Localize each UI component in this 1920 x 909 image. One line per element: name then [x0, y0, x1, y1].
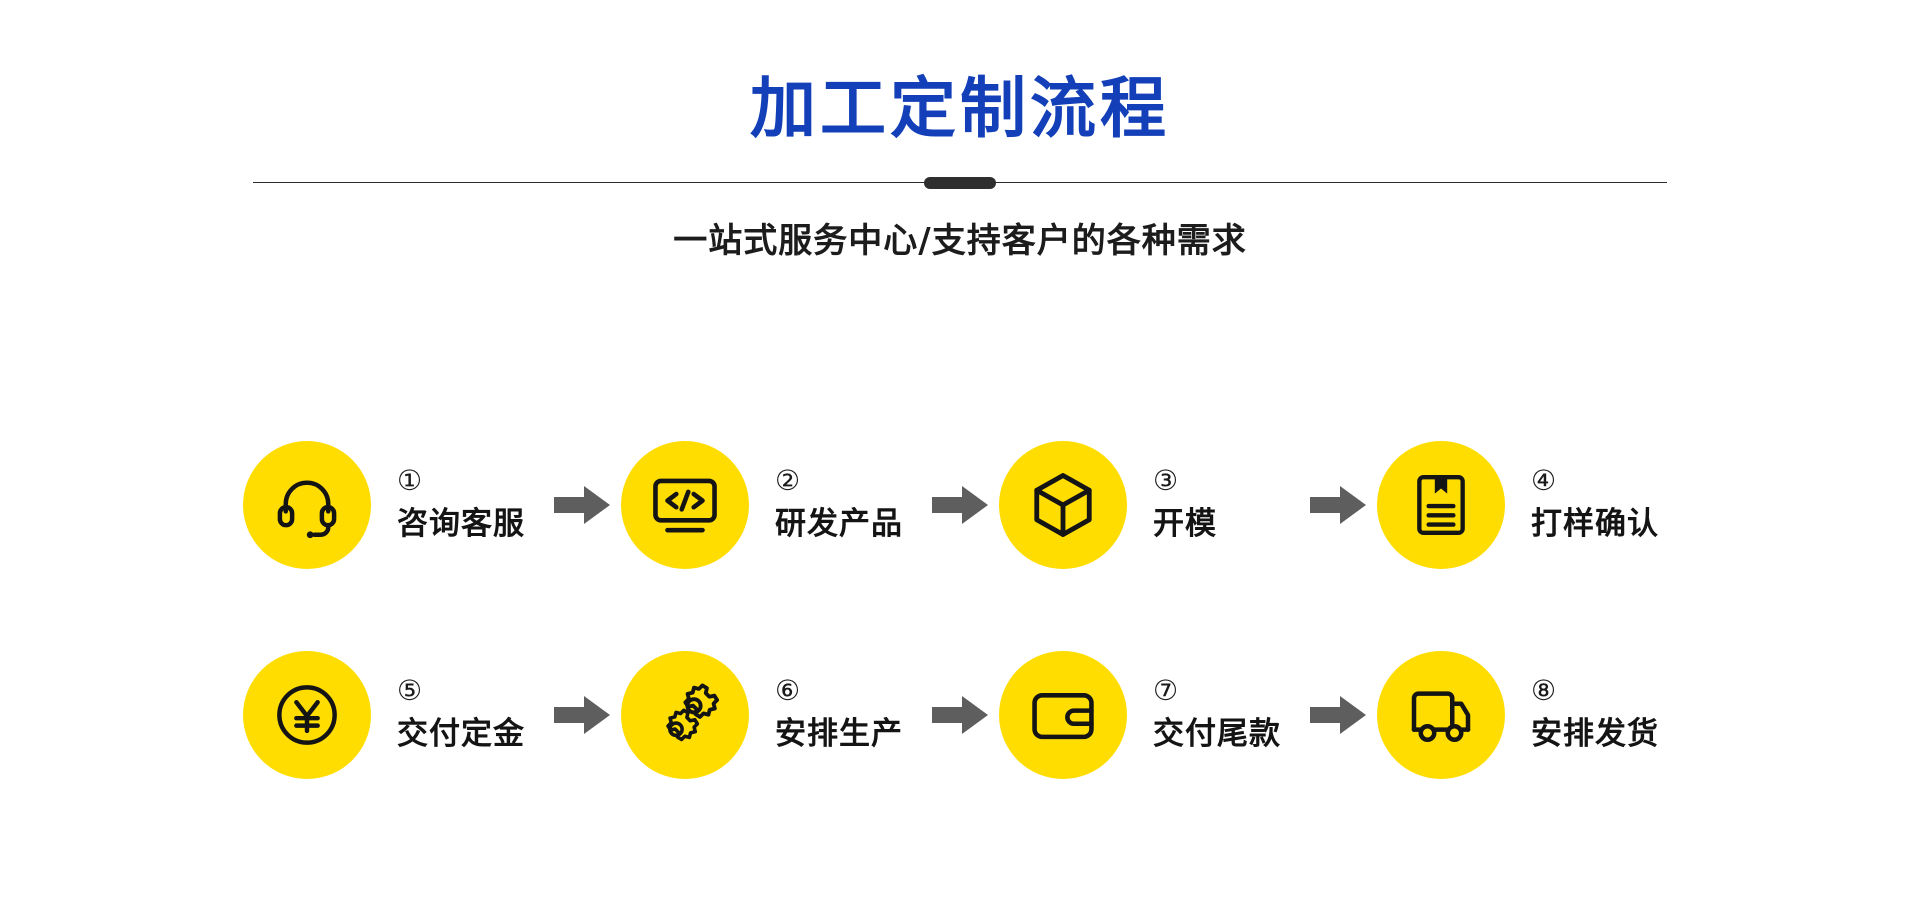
step-label: 安排生产	[775, 716, 903, 753]
step-label: 安排发货	[1531, 716, 1659, 753]
step-number: ⑧	[1531, 674, 1557, 708]
page-title: 加工定制流程	[750, 70, 1170, 147]
step-label: 交付定金	[397, 716, 525, 753]
step-number: ⑥	[775, 674, 801, 708]
headset-icon	[277, 480, 337, 539]
yuan-coin-icon	[277, 685, 337, 745]
step-label: 打样确认	[1531, 506, 1659, 543]
step-text: ⑥ 安排生产	[775, 677, 903, 753]
arrow-right-icon	[554, 696, 610, 734]
flow-step-2[interactable]: ② 研发产品	[621, 441, 921, 569]
step-label: 咨询客服	[397, 506, 525, 543]
arrow-right-icon	[1310, 486, 1366, 524]
step-label: 研发产品	[775, 506, 903, 543]
step-text: ③ 开模	[1153, 467, 1217, 543]
flow-step-7[interactable]: ⑦ 交付尾款	[999, 651, 1299, 779]
process-flow: ① 咨询客服	[0, 400, 1920, 820]
step-text: ① 咨询客服	[397, 467, 525, 543]
step-icon-badge	[621, 441, 749, 569]
document-bookmark-icon	[1417, 474, 1465, 536]
cube-icon	[1034, 473, 1092, 537]
flow-arrow-5-6	[551, 694, 613, 736]
flow-step-5[interactable]: ⑤ 交付定金	[243, 651, 543, 779]
page-header: 加工定制流程 一站式服务中心/支持客户的各种需求	[0, 0, 1920, 262]
step-icon-badge	[243, 441, 371, 569]
flow-row-1: ① 咨询客服	[0, 400, 1920, 610]
step-label: 交付尾款	[1153, 716, 1281, 753]
step-text: ⑦ 交付尾款	[1153, 677, 1281, 753]
divider-knob	[924, 177, 996, 190]
step-number: ②	[775, 464, 801, 498]
step-text: ⑧ 安排发货	[1531, 677, 1659, 753]
step-icon-badge	[621, 651, 749, 779]
flow-step-3[interactable]: ③ 开模	[999, 441, 1299, 569]
flow-arrow-3-4	[1307, 484, 1369, 526]
flow-arrow-1-2	[551, 484, 613, 526]
flow-arrow-6-7	[929, 694, 991, 736]
step-icon-badge	[999, 651, 1127, 779]
step-icon-badge	[1377, 441, 1505, 569]
flow-step-8[interactable]: ⑧ 安排发货	[1377, 651, 1677, 779]
flow-step-6[interactable]: ⑥ 安排生产	[621, 651, 921, 779]
step-number: ⑦	[1153, 674, 1179, 708]
flow-step-4[interactable]: ④ 打样确认	[1377, 441, 1677, 569]
gears-icon	[666, 683, 720, 742]
arrow-right-icon	[932, 486, 988, 524]
code-monitor-icon	[653, 478, 717, 533]
step-number: ⑤	[397, 674, 423, 708]
flow-step-1[interactable]: ① 咨询客服	[243, 441, 543, 569]
title-divider	[253, 177, 1667, 190]
flow-arrow-7-8	[1307, 694, 1369, 736]
step-text: ④ 打样确认	[1531, 467, 1659, 543]
flow-row-2: ⑤ 交付定金	[0, 610, 1920, 820]
arrow-right-icon	[554, 486, 610, 524]
step-icon-badge	[999, 441, 1127, 569]
step-number: ③	[1153, 464, 1179, 498]
step-label: 开模	[1153, 506, 1217, 543]
step-number: ①	[397, 464, 423, 498]
delivery-truck-icon	[1411, 691, 1471, 742]
step-number: ④	[1531, 464, 1557, 498]
step-icon-badge	[1377, 651, 1505, 779]
step-text: ⑤ 交付定金	[397, 677, 525, 753]
step-text: ② 研发产品	[775, 467, 903, 543]
flow-arrow-2-3	[929, 484, 991, 526]
page-subtitle: 一站式服务中心/支持客户的各种需求	[673, 221, 1247, 262]
wallet-icon	[1032, 693, 1094, 740]
arrow-right-icon	[1310, 696, 1366, 734]
step-icon-badge	[243, 651, 371, 779]
arrow-right-icon	[932, 696, 988, 734]
